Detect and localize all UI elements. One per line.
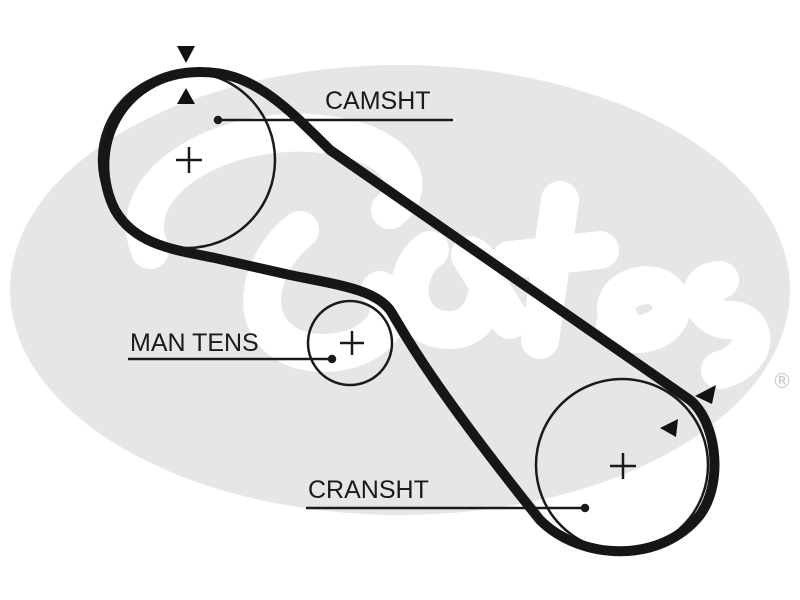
registered-mark: ® xyxy=(772,369,792,393)
watermark-script-lettering xyxy=(126,113,771,389)
centre-marks xyxy=(176,147,636,479)
timing-marks xyxy=(177,46,716,437)
camshaft-inner-arrow-icon xyxy=(177,88,195,104)
leader-lines xyxy=(128,115,590,513)
crankshaft-label: CRANSHT xyxy=(308,476,429,504)
timing-belt xyxy=(99,67,720,557)
camshaft-center-cross xyxy=(176,147,202,173)
crankshaft-inner-arrow-icon xyxy=(660,419,678,437)
gates-watermark-logo: ® xyxy=(10,65,792,515)
crankshaft-outer-arrow-icon xyxy=(695,385,716,404)
tensioner-center-cross xyxy=(340,331,364,355)
crankshaft-center-cross xyxy=(610,453,636,479)
tensioner-pulley xyxy=(306,299,394,387)
camshaft-top-arrow-icon xyxy=(177,46,195,63)
camshaft-label: CAMSHT xyxy=(325,87,431,115)
tensioner-label: MAN TENS xyxy=(130,329,259,357)
